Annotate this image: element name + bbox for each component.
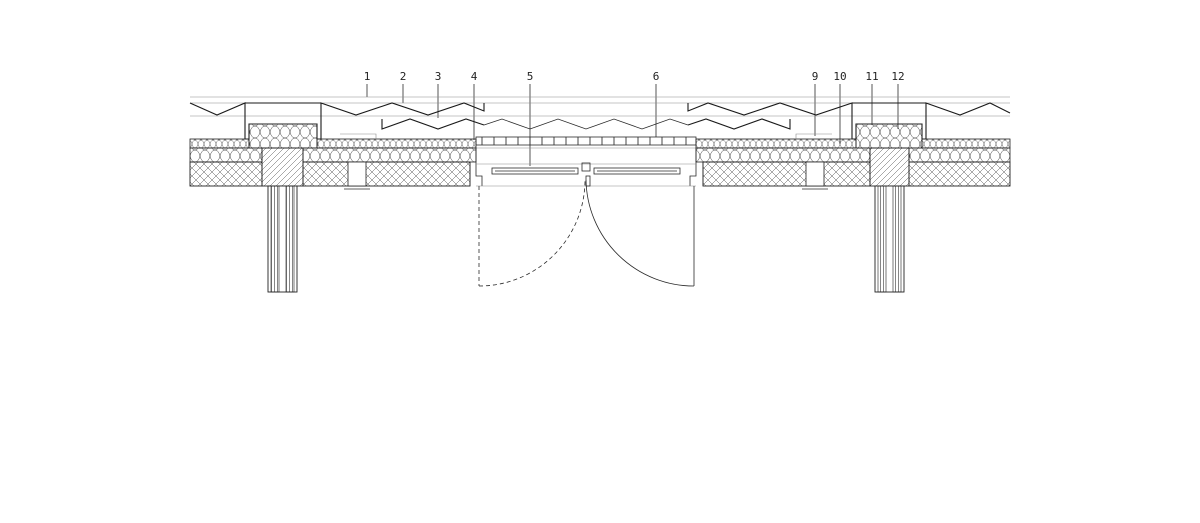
insulation-block-right [855,123,923,149]
inner-folded-sheet [381,118,791,130]
callout-label-4: 4 [471,70,478,83]
roof-layers-left [189,133,477,163]
callout-label-11: 11 [865,70,878,83]
skylight-grating [475,136,697,149]
callout-label-5: 5 [527,70,534,83]
grating-ticks [481,137,687,145]
callout-label-3: 3 [435,70,442,83]
roof-layers-right [695,133,1011,163]
folded-roof-sheet-left [189,102,485,140]
reference-lines [190,96,1010,117]
column-left [267,185,298,293]
column-head-left [261,147,304,187]
column-right [874,185,905,293]
insulation-block-left [248,123,318,149]
callout-label-9: 9 [812,70,819,83]
callout-label-6: 6 [653,70,660,83]
callout-label-12: 12 [891,70,904,83]
slab-right [702,161,1011,190]
swing-arc-right [585,179,695,287]
folded-roof-sheet-right [687,102,1011,140]
hatch-panel-right [593,167,681,175]
swing-arc-left [478,179,586,287]
leader-lines [366,84,899,166]
callout-label-2: 2 [400,70,407,83]
callout-label-10: 10 [833,70,846,83]
callout-label-1: 1 [364,70,371,83]
opening-frame [469,148,704,187]
column-head-right [869,147,910,187]
slab-left [189,161,471,190]
callout-labels: 1 2 3 4 5 6 9 10 11 12 [364,70,905,83]
hatch-panel-left [491,167,579,175]
